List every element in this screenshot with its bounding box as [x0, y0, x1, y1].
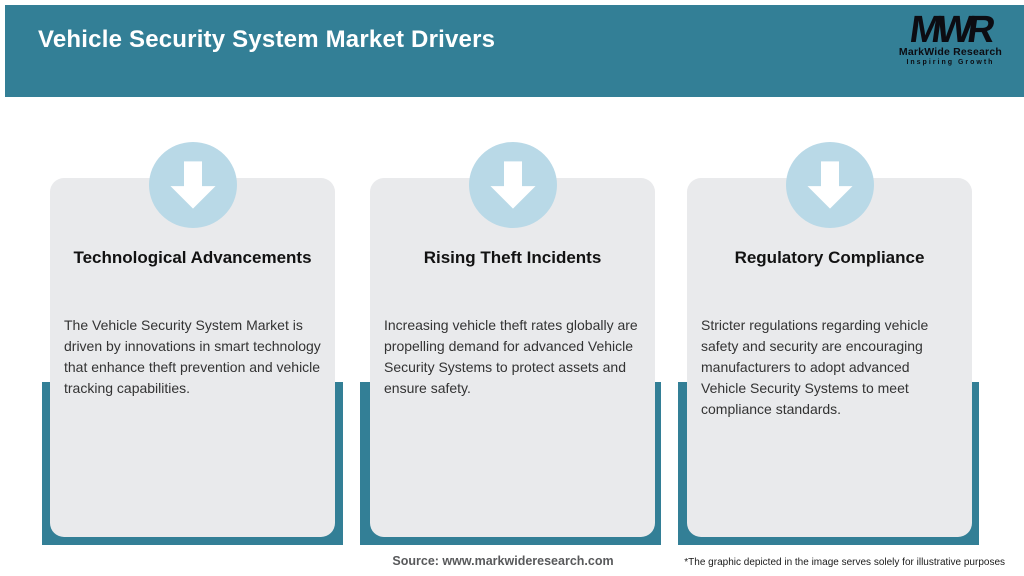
disclaimer-note: *The graphic depicted in the image serve…	[684, 557, 1005, 568]
logo-tagline: Inspiring Growth	[906, 59, 995, 66]
logo-company-name: MarkWide Research	[898, 46, 1002, 58]
driver-card-regulatory-compliance: Regulatory Compliance Stricter regulatio…	[687, 178, 972, 537]
header-bar: Vehicle Security System Market Drivers M…	[5, 5, 1024, 97]
card-title: Rising Theft Incidents	[423, 248, 602, 267]
card-title: Technological Advancements	[73, 248, 312, 267]
logo-mwr-monogram: MWR	[907, 9, 994, 51]
card-body-text: The Vehicle Security System Market is dr…	[64, 317, 321, 396]
driver-card-rising-theft-incidents: Rising Theft Incidents Increasing vehicl…	[370, 178, 655, 537]
card-title: Regulatory Compliance	[734, 248, 925, 267]
driver-card-technological-advancements: Technological Advancements The Vehicle S…	[50, 178, 335, 537]
card-body-text: Increasing vehicle theft rates globally …	[384, 317, 638, 396]
down-arrow-icon	[786, 142, 874, 228]
markwide-research-logo: MWR MarkWide Research Inspiring Growth	[898, 9, 1002, 66]
down-arrow-icon	[469, 142, 557, 228]
page-title: Vehicle Security System Market Drivers	[38, 26, 496, 53]
source-attribution: Source: www.markwideresearch.com	[392, 554, 614, 568]
down-arrow-icon	[149, 142, 237, 228]
card-body-text: Stricter regulations regarding vehicle s…	[701, 317, 929, 417]
